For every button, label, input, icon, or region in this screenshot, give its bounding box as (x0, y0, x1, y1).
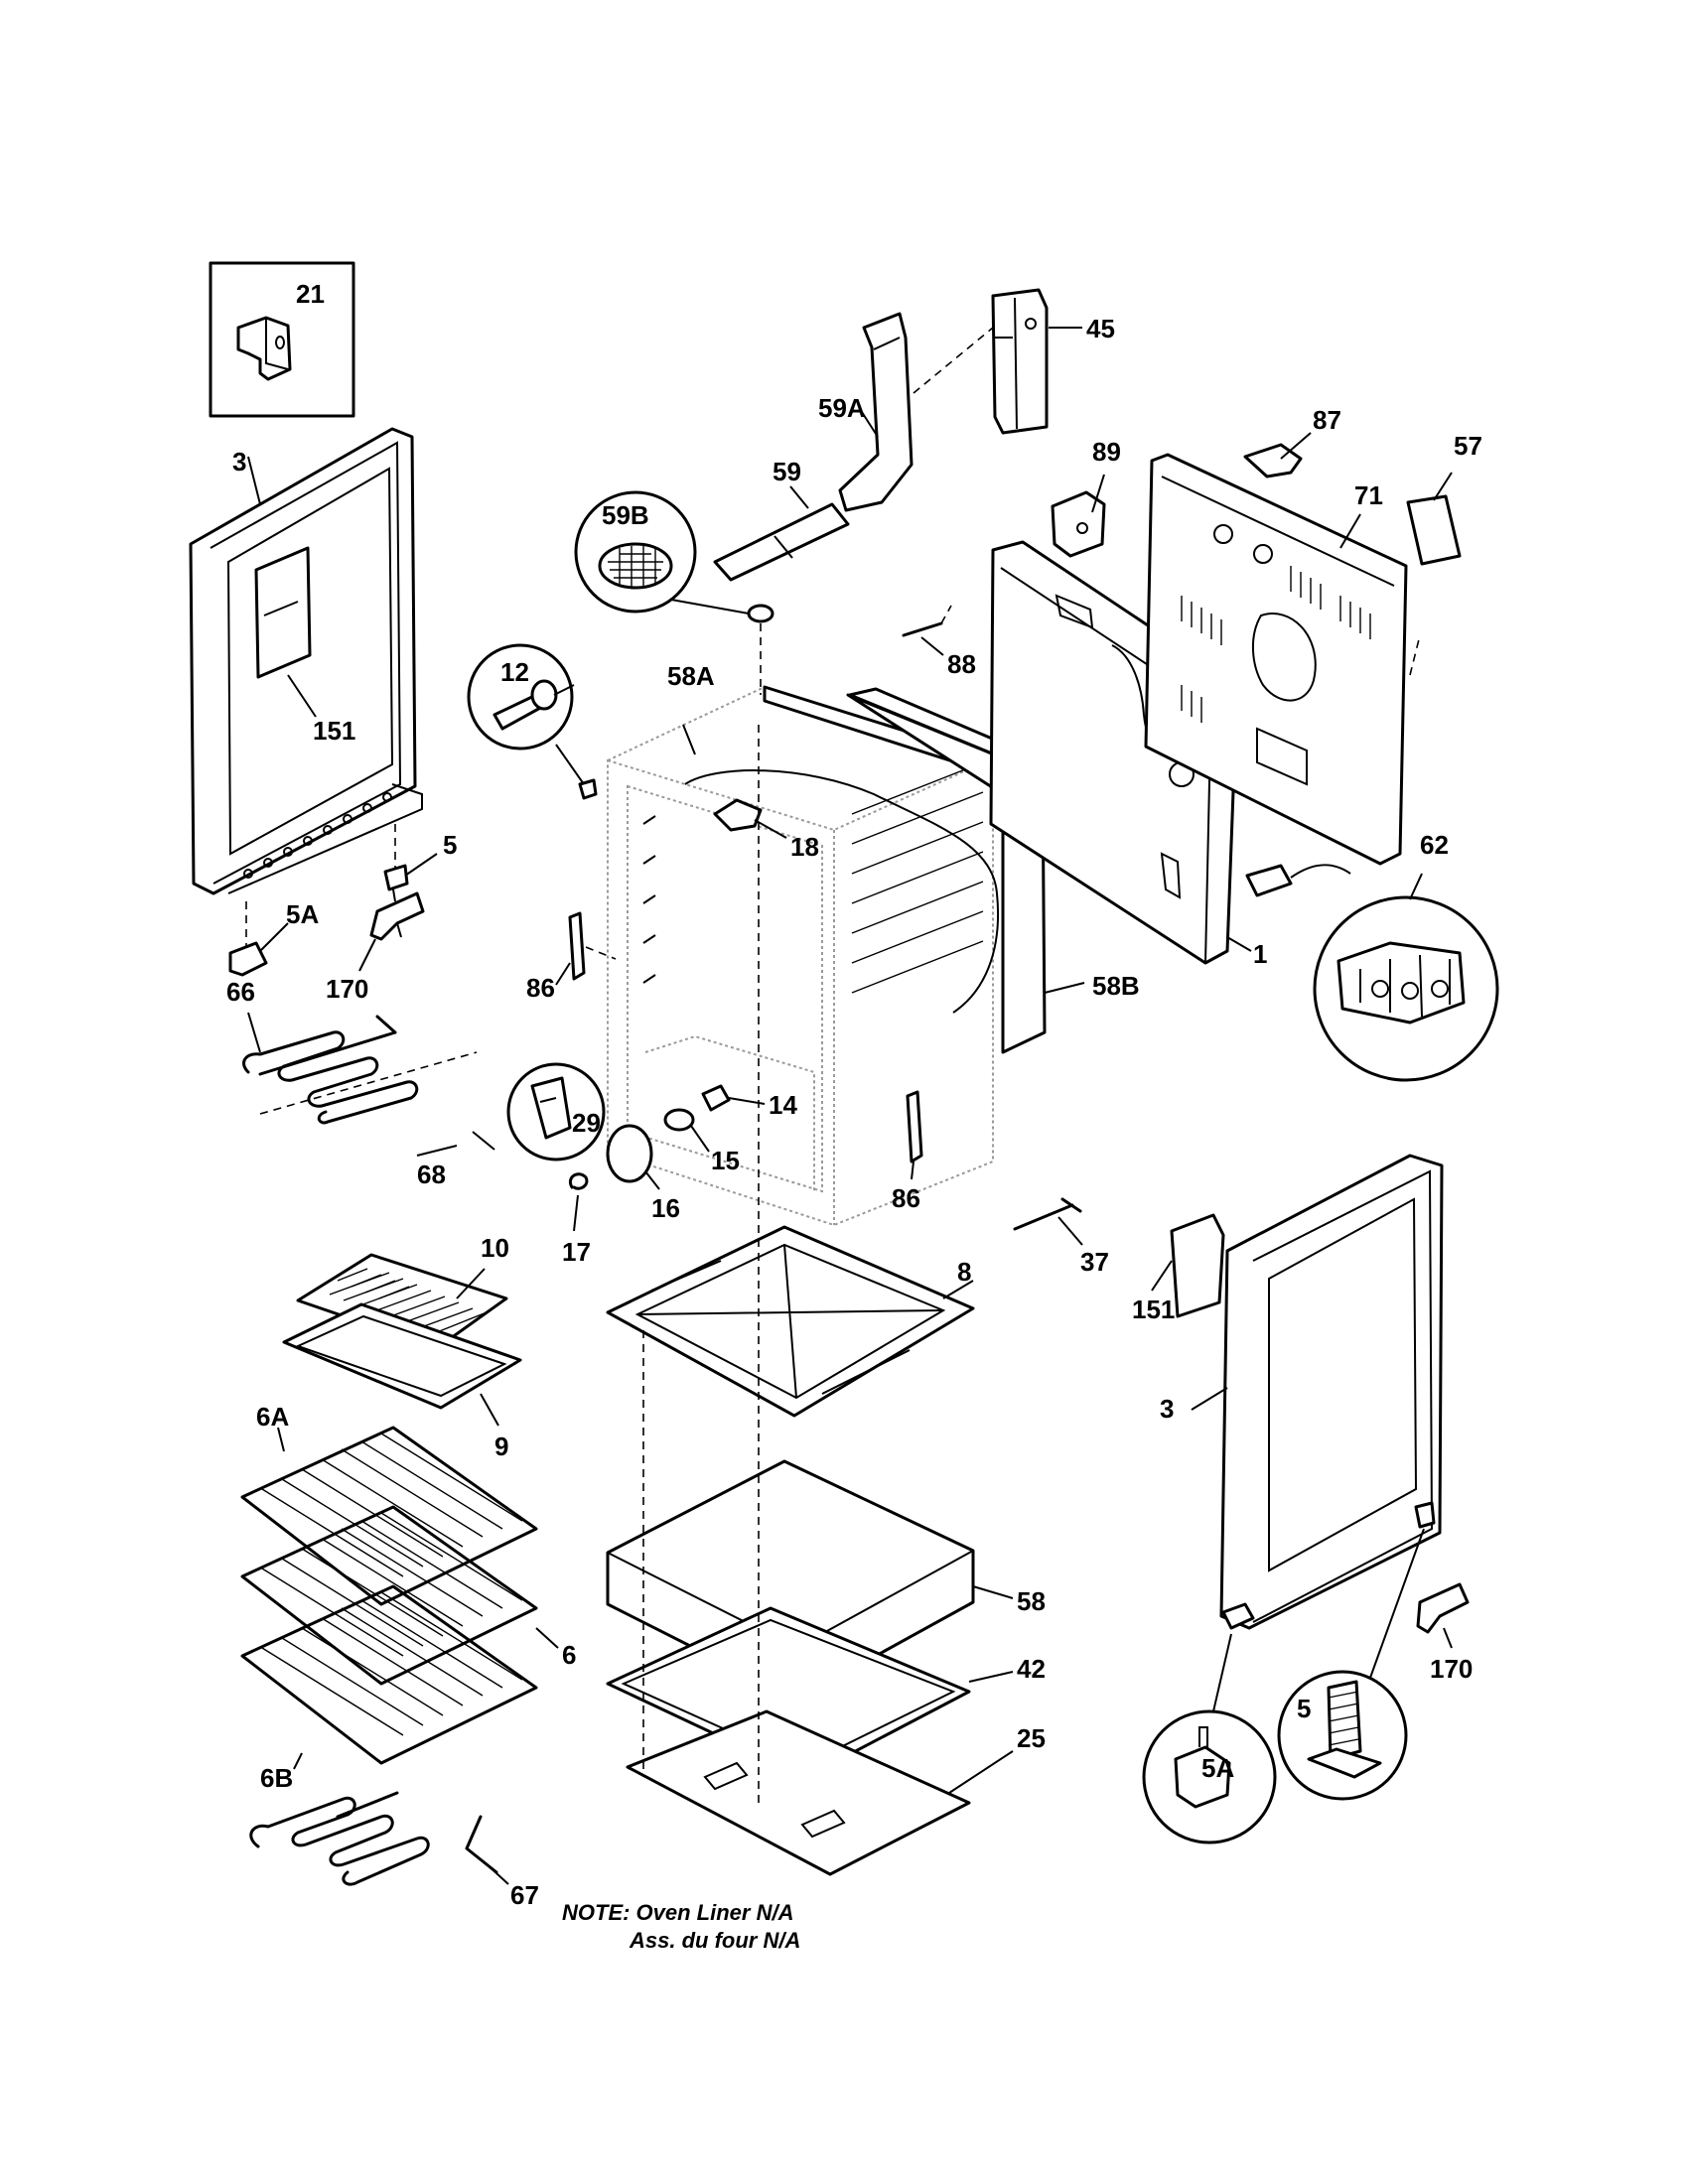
leveling-parts-right: 5A 5 170 (1142, 1501, 1473, 1844)
callout-1: 1 (1253, 939, 1267, 969)
back-cover-71: 71 (1144, 453, 1421, 866)
broil-pan-9: 9 (282, 1302, 522, 1461)
part-89: 89 (1051, 437, 1121, 558)
vent-holes (243, 792, 392, 879)
callout-21: 21 (296, 279, 325, 309)
callout-59A: 59A (818, 393, 866, 423)
part-62-inset: 62 (1245, 830, 1499, 1082)
note-line-1: NOTE: Oven Liner N/A (562, 1900, 793, 1925)
callout-62: 62 (1420, 830, 1449, 860)
note-line-2: Ass. du four N/A (629, 1928, 800, 1953)
oven-liner-note: NOTE: Oven Liner N/A Ass. du four N/A (562, 1900, 800, 1953)
part-12-inset: 12 (467, 643, 598, 800)
callout-67: 67 (510, 1880, 539, 1910)
part-21-inset: 21 (209, 261, 355, 418)
callout-42: 42 (1017, 1654, 1046, 1684)
part-18: 18 (713, 798, 819, 862)
broil-element-67: 67 (249, 1791, 539, 1910)
part-87: 87 (1243, 405, 1341, 478)
callout-68: 68 (417, 1160, 446, 1189)
part-86-right: 86 (892, 1090, 923, 1213)
callout-59B: 59B (602, 500, 649, 530)
part-29-inset: 29 (506, 1062, 606, 1161)
callout-45: 45 (1086, 314, 1115, 343)
callout-59: 59 (773, 457, 801, 486)
oven-bottom-8: 8 (606, 1225, 975, 1418)
part-151-left: 151 (254, 546, 355, 746)
part-151-right: 151 (1132, 1213, 1225, 1324)
callout-88: 88 (947, 649, 976, 679)
callout-3-right: 3 (1160, 1394, 1174, 1424)
part-45: 45 (913, 288, 1115, 435)
part-57: 57 (1406, 431, 1482, 566)
callout-37: 37 (1080, 1247, 1109, 1277)
callout-58A: 58A (667, 661, 715, 691)
part-59B-inset: 59B (574, 490, 774, 695)
callout-16: 16 (651, 1193, 680, 1223)
callout-87: 87 (1313, 405, 1341, 435)
grille (608, 546, 663, 588)
callout-5-right: 5 (1297, 1694, 1311, 1723)
callout-12: 12 (500, 657, 529, 687)
callout-66: 66 (226, 977, 255, 1007)
callout-5-left: 5 (443, 830, 457, 860)
rack-guides (642, 761, 984, 994)
callout-9: 9 (494, 1432, 508, 1461)
callout-14: 14 (769, 1090, 797, 1120)
callout-17: 17 (562, 1237, 591, 1267)
callout-6: 6 (562, 1640, 576, 1670)
callout-151-left: 151 (313, 716, 355, 746)
callout-170-left: 170 (326, 974, 368, 1004)
leveling-parts-left: 5 5A 170 (228, 824, 457, 1004)
callout-15: 15 (711, 1146, 740, 1175)
right-side-panel-3: 3 (1160, 1154, 1444, 1630)
callout-57: 57 (1454, 431, 1482, 461)
part-37: 37 (1013, 1197, 1109, 1277)
bottom-plate-25: 25 (626, 1709, 1046, 1876)
part-88: 88 (902, 605, 976, 679)
callout-151-right: 151 (1132, 1295, 1175, 1324)
oven-rack-6B: 6B (240, 1584, 538, 1793)
duct-59: 59 (713, 457, 850, 582)
callout-3-left: 3 (232, 447, 246, 477)
part-86-left: 86 (526, 911, 617, 1003)
callout-6B: 6B (260, 1763, 293, 1793)
callout-5A-right: 5A (1201, 1753, 1234, 1783)
callout-58: 58 (1017, 1586, 1046, 1616)
bake-element-66: 66 (226, 977, 419, 1125)
callout-8: 8 (957, 1257, 971, 1287)
callout-170-right: 170 (1430, 1654, 1473, 1684)
part-68: 68 (259, 1051, 495, 1189)
pan-slots (329, 1268, 488, 1337)
callout-86-left: 86 (526, 973, 555, 1003)
oven-rack-6A: 6A (240, 1402, 538, 1606)
vent-slots (1181, 566, 1371, 723)
left-side-panel-3: 3 (189, 427, 423, 895)
callout-89: 89 (1092, 437, 1121, 467)
callout-10: 10 (481, 1233, 509, 1263)
callout-5A-left: 5A (286, 899, 319, 929)
callout-71: 71 (1354, 480, 1383, 510)
callout-6A: 6A (256, 1402, 289, 1432)
callout-29: 29 (572, 1108, 601, 1138)
callout-58B: 58B (1092, 971, 1140, 1001)
oven-light-assembly: 14 15 16 17 (562, 1084, 797, 1267)
callout-25: 25 (1017, 1723, 1046, 1753)
callout-86-right: 86 (892, 1183, 920, 1213)
callout-18: 18 (790, 832, 819, 862)
duct-59A: 59A (818, 312, 914, 512)
